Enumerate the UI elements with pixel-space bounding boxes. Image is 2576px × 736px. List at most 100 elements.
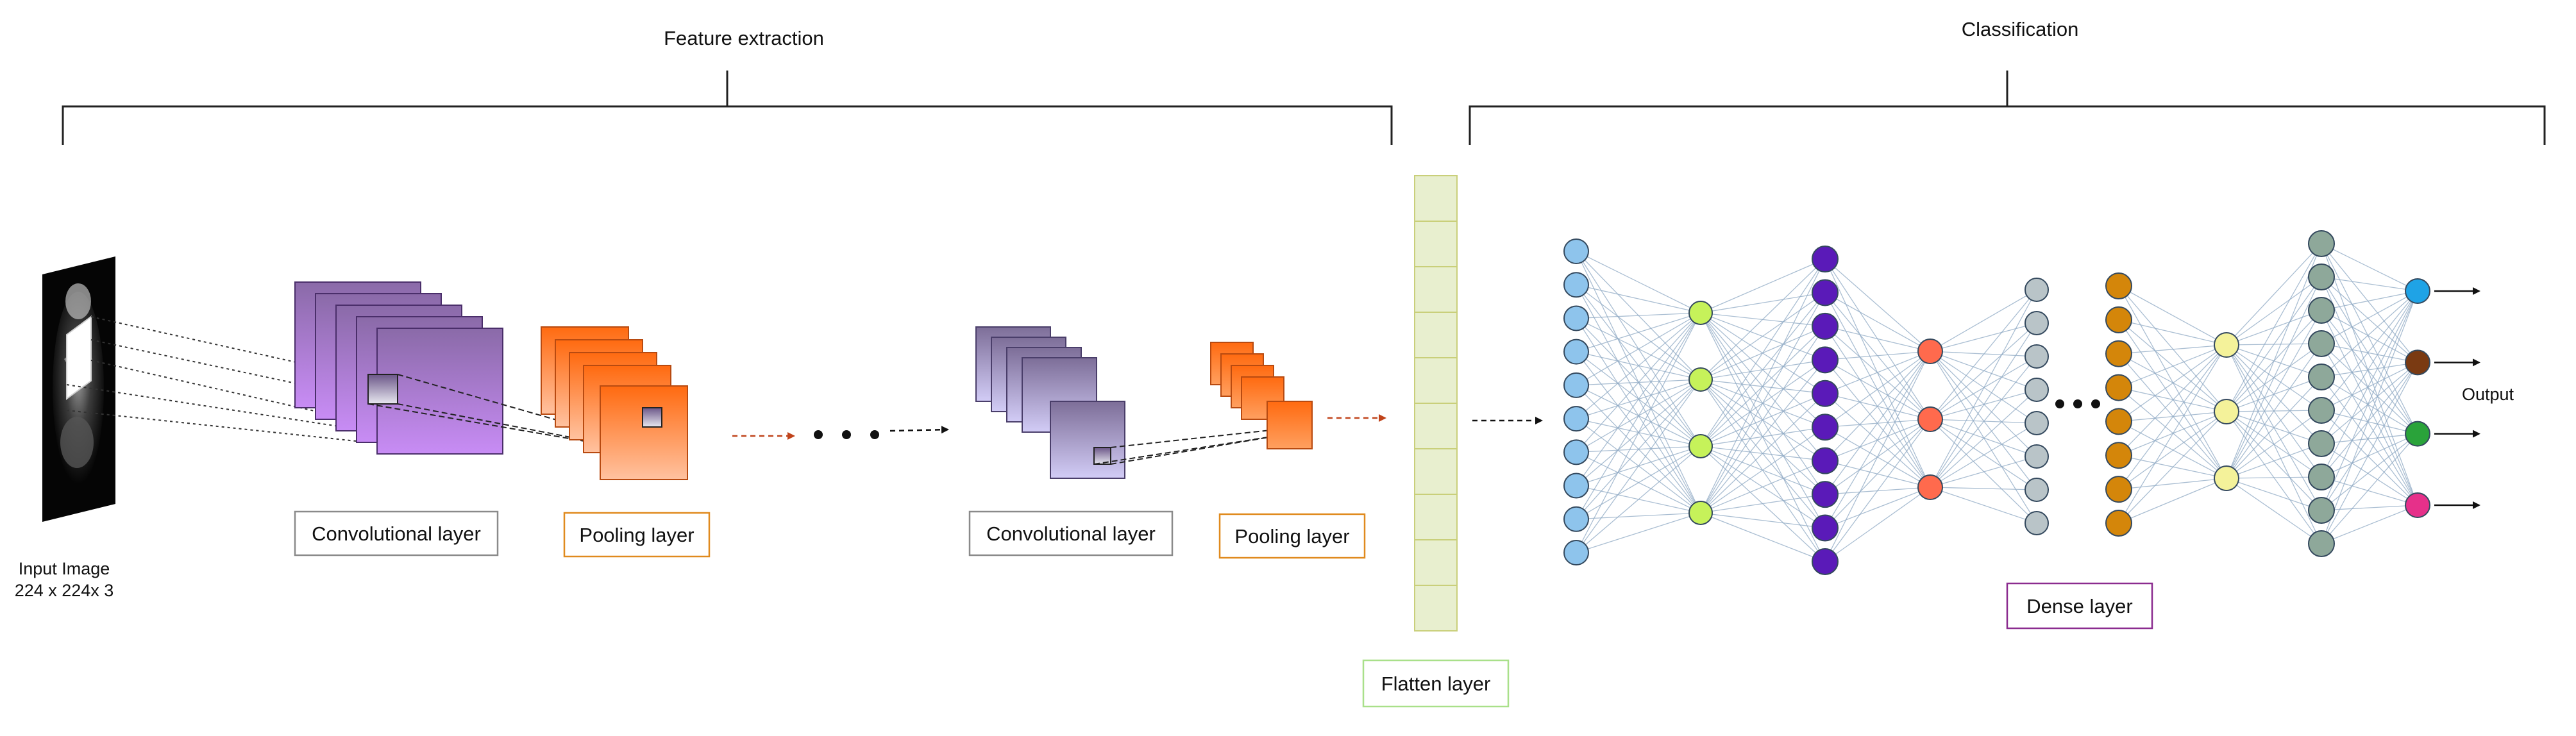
connection <box>1576 446 1701 553</box>
connection <box>2321 343 2418 506</box>
conv2-to-pool2-lines <box>1093 429 1277 465</box>
connection <box>2321 276 2418 363</box>
output-neuron <box>2405 492 2430 518</box>
dense-network-neurons <box>1563 230 2430 575</box>
connection <box>2321 362 2418 478</box>
input-image-patch <box>66 315 92 400</box>
flatten-cell <box>1414 357 1458 404</box>
connection <box>1930 322 2037 488</box>
neuron <box>2105 306 2132 333</box>
connection <box>1824 351 1931 360</box>
connection <box>1576 512 1701 553</box>
flatten-cell <box>1414 221 1458 267</box>
connection <box>2321 343 2418 363</box>
dots-to-conv2-arrow <box>889 426 949 434</box>
connection <box>1700 292 1826 514</box>
neuron <box>2105 510 2132 537</box>
connection <box>1700 292 1826 314</box>
neuron <box>2105 272 2132 299</box>
neuron <box>1688 367 1713 392</box>
conv-layer-2-label: Convolutional layer <box>986 523 1156 545</box>
connection <box>1930 351 2037 390</box>
connection <box>2321 290 2418 378</box>
connection <box>2118 319 2227 412</box>
connection <box>2321 362 2418 511</box>
connection <box>2118 353 2227 412</box>
connection <box>1700 512 1826 562</box>
connection <box>2321 310 2418 506</box>
connection <box>1700 258 1826 314</box>
conv-layer-2-label-box <box>968 510 1174 556</box>
neuron <box>1688 501 1713 525</box>
connection <box>2321 243 2418 292</box>
connection <box>1700 258 1826 380</box>
connection <box>1930 351 2037 490</box>
connection <box>1930 322 2037 420</box>
connection <box>1930 419 2037 490</box>
connection <box>2321 376 2418 435</box>
neuron <box>1812 279 1839 306</box>
connection <box>1824 258 1931 352</box>
neuron <box>1812 548 1839 575</box>
flatten-cell <box>1414 494 1458 540</box>
connection <box>1700 326 1826 514</box>
connection <box>2226 476 2322 479</box>
connection <box>2321 376 2418 506</box>
neuron <box>1812 514 1839 542</box>
neuron <box>2308 430 2335 457</box>
neuron <box>1563 339 1589 365</box>
output-label: Output <box>2462 385 2514 404</box>
neuron <box>2025 411 2049 435</box>
connection <box>2321 243 2418 506</box>
connection <box>1700 426 1826 514</box>
neuron <box>2025 511 2049 535</box>
flatten-cell <box>1414 266 1458 313</box>
connection <box>1576 379 1701 520</box>
connection <box>1576 446 1701 520</box>
connection <box>2321 290 2418 311</box>
connection <box>2118 478 2227 524</box>
connection <box>2321 433 2418 444</box>
conv-layer-1-maps <box>294 281 503 455</box>
neuron <box>1563 372 1589 398</box>
conv-layer-2-maps <box>975 326 1125 479</box>
connection <box>2321 410 2418 506</box>
connection <box>2321 310 2418 435</box>
connection <box>1930 419 2037 524</box>
neuron <box>1563 439 1589 465</box>
connection <box>1824 351 1931 495</box>
flatten-cell <box>1414 312 1458 358</box>
dense-layer-label: Dense layer <box>2026 595 2132 617</box>
dense-network-connections <box>1576 243 2418 562</box>
neuron <box>2308 263 2335 290</box>
connection <box>1824 351 1931 428</box>
connection <box>2226 276 2322 346</box>
neuron <box>2214 465 2239 491</box>
neuron <box>1812 346 1839 374</box>
connection <box>2226 243 2322 346</box>
connection <box>1930 289 2037 488</box>
connection <box>2321 505 2418 544</box>
neuron <box>1812 447 1839 474</box>
connection <box>2226 276 2322 479</box>
connection <box>1824 419 1931 529</box>
input-image-title: Input Image <box>19 559 110 578</box>
neuron <box>1917 474 1943 500</box>
connection <box>2118 344 2227 456</box>
connection <box>2321 243 2418 363</box>
connection <box>2118 353 2227 479</box>
connection <box>2321 243 2418 434</box>
neuron <box>2308 397 2335 424</box>
connection <box>2226 376 2322 479</box>
connection <box>2321 476 2418 506</box>
pool-layer-1-label: Pooling layer <box>579 524 694 546</box>
connection <box>1700 393 1826 514</box>
neuron <box>1688 434 1713 458</box>
connection <box>2118 421 2227 479</box>
neuron <box>1812 246 1839 272</box>
neuron <box>2105 340 2132 367</box>
neuron <box>1563 473 1589 499</box>
connection <box>2226 343 2322 479</box>
neuron <box>1812 380 1839 407</box>
